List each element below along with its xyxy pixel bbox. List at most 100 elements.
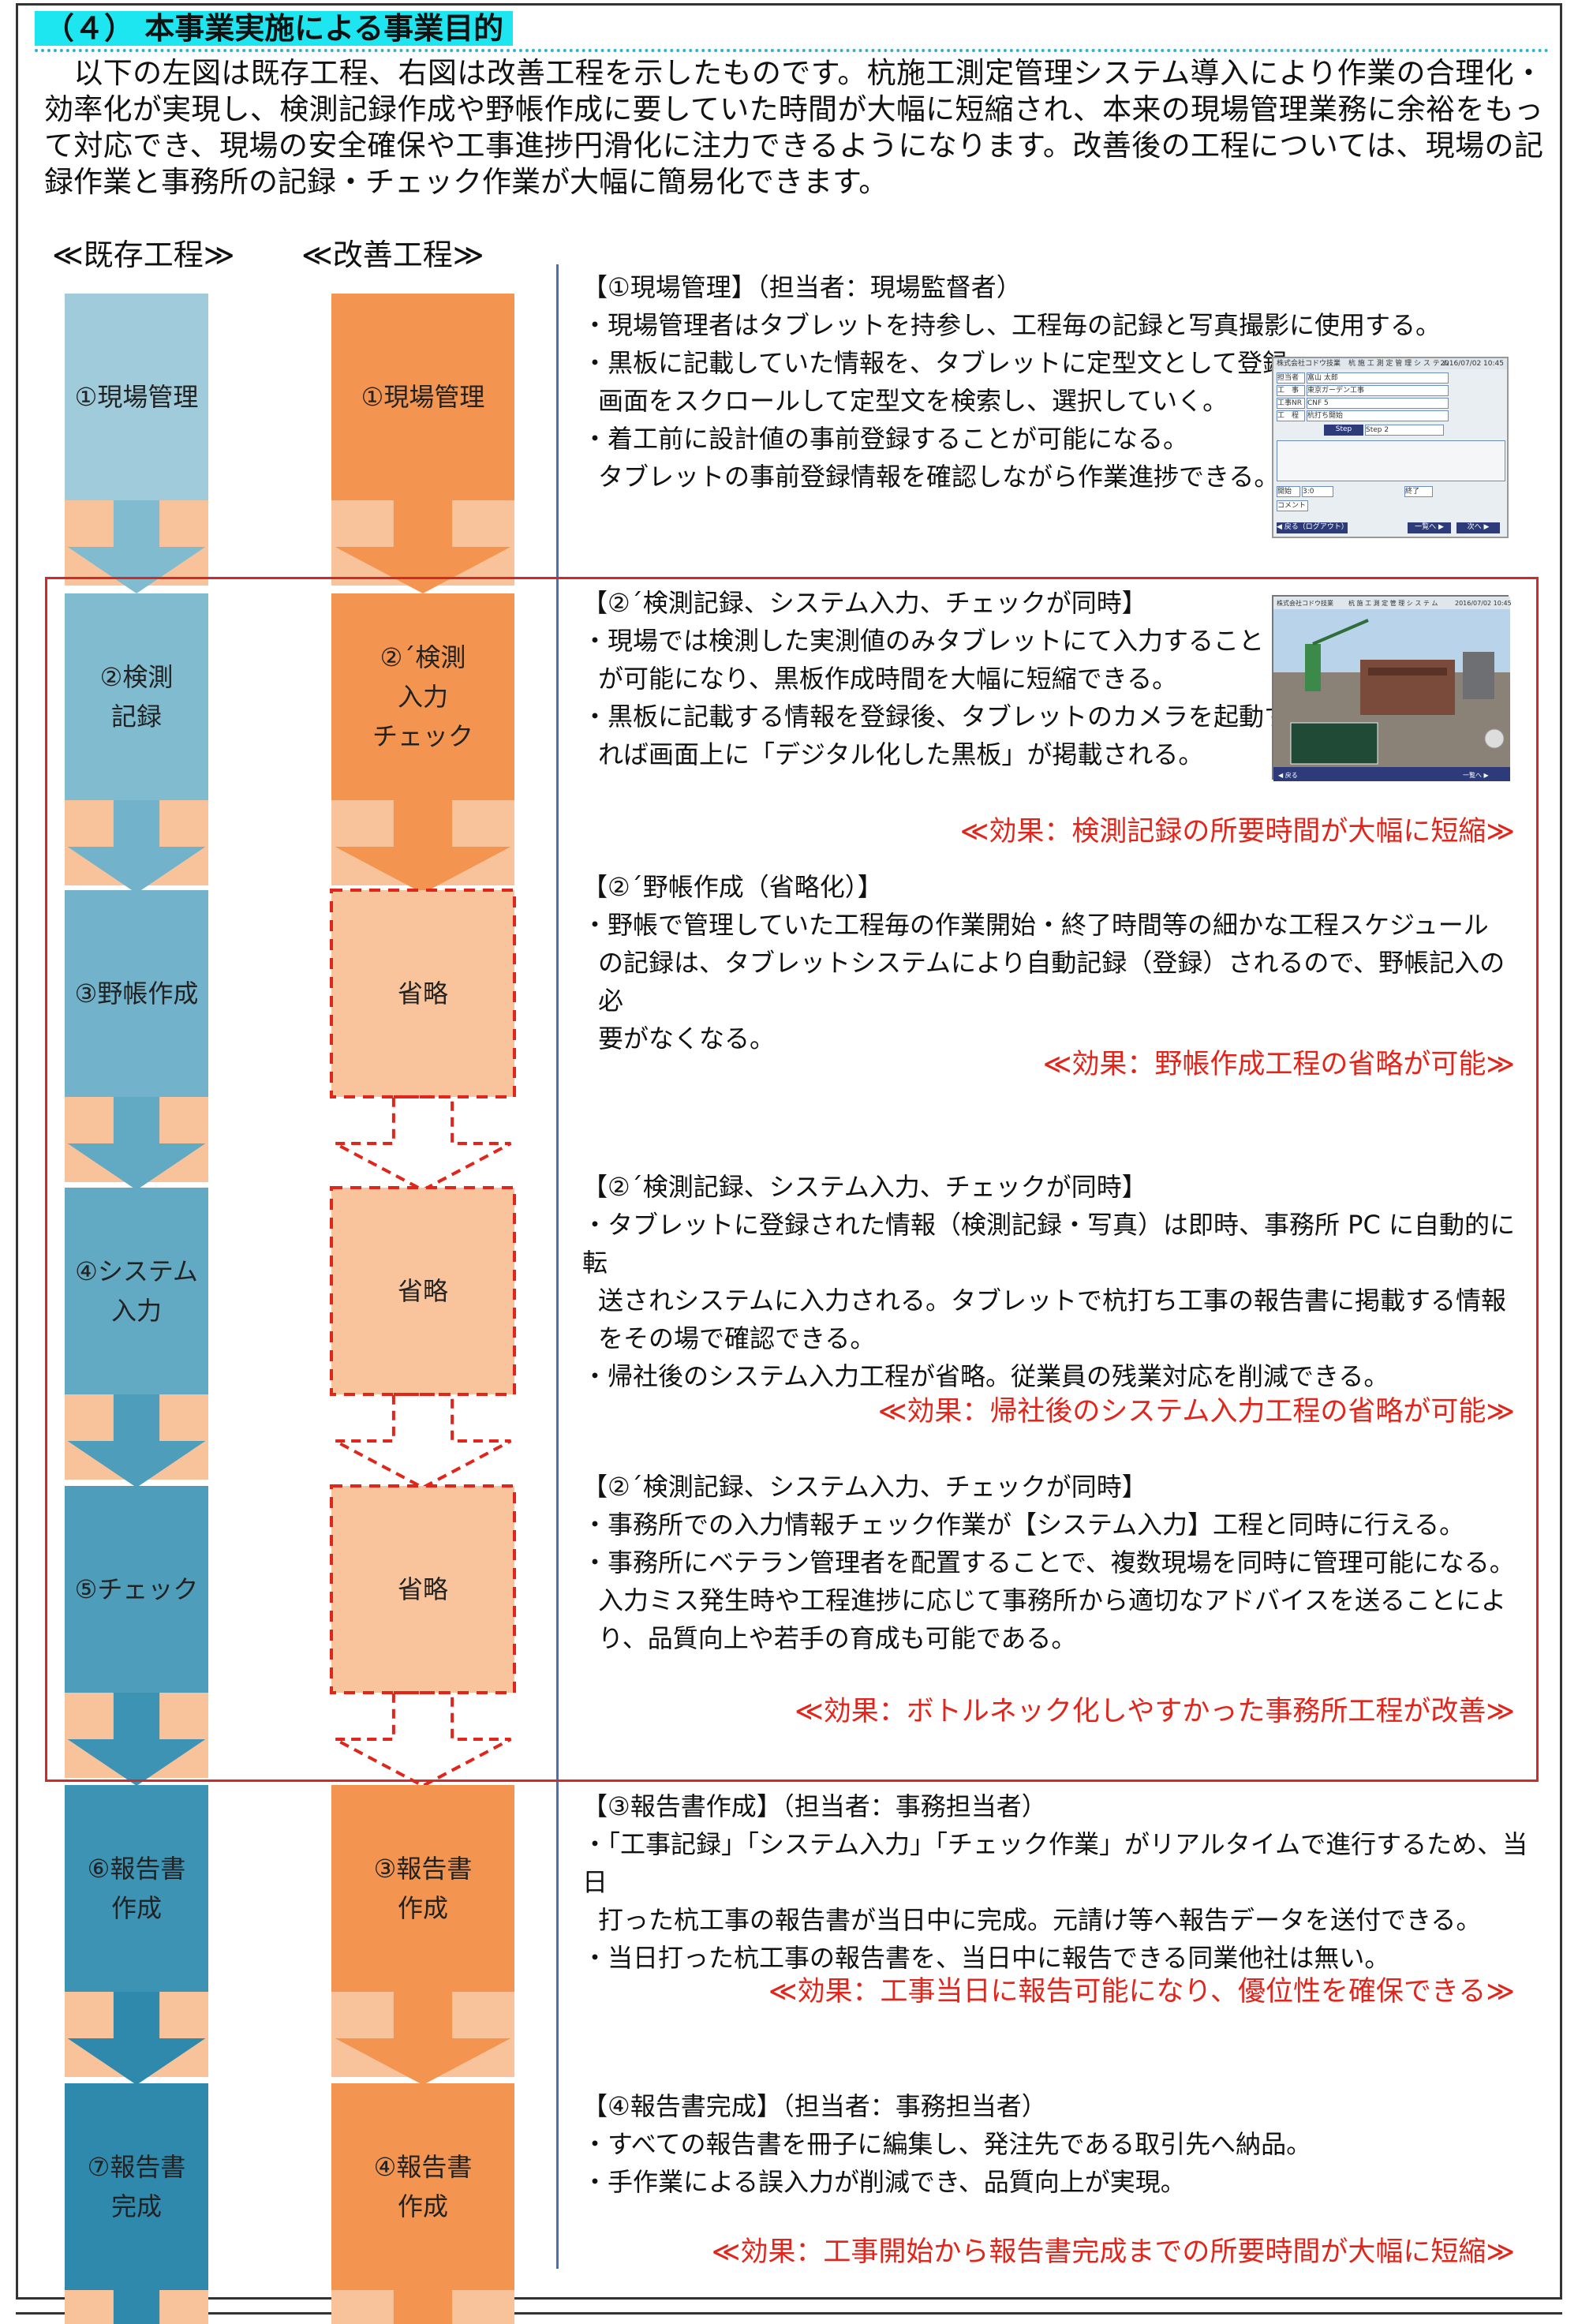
section-title: 【③報告書作成】（担当者：事務担当者） bbox=[582, 1791, 1047, 1821]
section-line: をその場で確認できる。 bbox=[598, 1323, 876, 1353]
screen-header: 株式会社コドウ技業 杭 施 工 測 定 管 理 シ ス テ ム 2016/07/… bbox=[1273, 358, 1507, 369]
screen-row-label: 工 事 bbox=[1277, 387, 1299, 395]
existing-step-label: ②検測 記録 bbox=[99, 662, 174, 732]
section-line: ・タブレットに登録された情報（検測記録・写真）は即時、事務所 PC に自動的に転 bbox=[582, 1210, 1515, 1278]
screen-end-text: 終了 bbox=[1405, 488, 1420, 496]
improved-down-arrow bbox=[335, 1992, 511, 2085]
screen-row-value: 東京ガーデン工事 bbox=[1307, 387, 1365, 395]
section-line: 打った杭工事の報告書が当日中に完成。元請け等へ報告データを送付できる。 bbox=[598, 1905, 1482, 1935]
heading-dotted-rule bbox=[35, 49, 1550, 52]
existing-down-arrow bbox=[67, 500, 206, 593]
existing-step-box bbox=[65, 294, 208, 500]
section-title: 【②´野帳作成（省略化）】 bbox=[582, 872, 883, 902]
screen-row-label: 担当者 bbox=[1277, 374, 1299, 382]
screen-row-label: 工事NR bbox=[1277, 399, 1302, 407]
effect-text: ≪効果：工事開始から報告書完成までの所要時間が大幅に短縮≫ bbox=[711, 2236, 1515, 2268]
section-line: タブレットの事前登録情報を確認しながら作業進捗できる。 bbox=[598, 462, 1280, 492]
screen-start-time-text: 3:0 bbox=[1303, 488, 1314, 496]
section-title: 【②´検測記録、システム入力、チェックが同時】 bbox=[582, 588, 1147, 618]
screen-comment-text: コメント bbox=[1277, 502, 1307, 510]
screen-start-time: 3:0 bbox=[1302, 486, 1333, 497]
camera-company: 株式会社コドウ技業 bbox=[1277, 599, 1333, 607]
existing-step-label: ④システム 入力 bbox=[75, 1256, 198, 1326]
tablet-camera-screenshot: 株式会社コドウ技業 杭 施 工 測 定 管 理 シ ス テ ム 2016/07/… bbox=[1272, 595, 1512, 781]
screen-start-label: 開始 bbox=[1277, 486, 1300, 497]
screen-field-label: 担当者 bbox=[1277, 372, 1305, 384]
improved-step-label: 省略 bbox=[397, 1276, 448, 1306]
effect-text: ≪効果：帰社後のシステム入力工程の省略が可能≫ bbox=[877, 1396, 1515, 1428]
improved-step-box bbox=[330, 889, 516, 1098]
existing-step-box bbox=[65, 890, 208, 1097]
section-line: 画面をスクロールして定型文を検索し、選択していく。 bbox=[598, 386, 1228, 416]
improved-step-label: ③報告書 作成 bbox=[373, 1854, 473, 1923]
screen-comment-label: コメント bbox=[1277, 500, 1308, 511]
section-check: 【②´検測記録、システム入力、チェックが同時】 ・事務所での入力情報チェック作業… bbox=[582, 1468, 1529, 1657]
existing-step-box bbox=[65, 1785, 208, 1992]
section-line: ・帰社後のシステム入力工程が省略。従業員の残業対応を削減できる。 bbox=[582, 1361, 1389, 1391]
section-report-creation: 【③報告書作成】（担当者：事務担当者） ・「工事記録」「システム入力」「チェック… bbox=[582, 1787, 1529, 1977]
effect-text: ≪効果：検測記録の所要時間が大幅に短縮≫ bbox=[959, 816, 1515, 848]
construction-photo: 株式会社コドウ技業 杭 施 工 測 定 管 理 シ ス テ ム 2016/07/… bbox=[1273, 597, 1512, 781]
screen-field-value: 杭打ち開始 bbox=[1307, 410, 1449, 421]
existing-down-arrow bbox=[67, 1097, 206, 1190]
improved-down-arrow bbox=[335, 800, 511, 893]
existing-step-label: ⑥報告書 作成 bbox=[87, 1854, 186, 1923]
existing-down-arrow bbox=[113, 2290, 160, 2324]
screen-date: 2016/07/02 10:45 bbox=[1440, 360, 1504, 368]
screen-step-label: Step bbox=[1324, 425, 1363, 436]
section-line: ・すべての報告書を冊子に編集し、発注先である取引先へ納品。 bbox=[582, 2129, 1312, 2159]
improved-down-arrow bbox=[334, 1691, 512, 1788]
screen-field-label: 工 程 bbox=[1277, 410, 1305, 421]
intro-paragraph: 以下の左図は既存工程、右図は改善工程を示したものです。杭施工測定管理システム導入… bbox=[44, 55, 1543, 200]
column-divider bbox=[556, 264, 559, 2269]
existing-down-arrow bbox=[67, 1992, 206, 2085]
section-line: 入力ミス発生時や工程進捗に応じて事務所から適切なアドバイスを送ることによ bbox=[598, 1585, 1507, 1615]
section-line: ・「工事記録」「システム入力」「チェック作業」がリアルタイムで進行するため、当日 bbox=[582, 1829, 1528, 1897]
section-heading: （４） 本事業実施による事業目的 bbox=[35, 11, 514, 46]
section-line: 要がなくなる。 bbox=[598, 1024, 776, 1053]
screen-step-value: Step 2 bbox=[1365, 425, 1444, 436]
screen-field-value: 富山 太郎 bbox=[1307, 372, 1449, 384]
screen-row-value: 杭打ち開始 bbox=[1307, 412, 1344, 420]
improved-step-box bbox=[330, 1484, 516, 1694]
effect-text: ≪効果：野帳作成工程の省略が可能≫ bbox=[1042, 1049, 1515, 1080]
screen-measure-panel bbox=[1277, 440, 1505, 481]
screen-end-label: 終了 bbox=[1404, 486, 1433, 497]
section-line: の記録は、タブレットシステムにより自動記録（登録）されるので、野帳記入の必 bbox=[598, 948, 1505, 1016]
screen-row-value: CNF 5 bbox=[1307, 399, 1329, 407]
existing-step-label: ①現場管理 bbox=[74, 382, 199, 412]
section-line: ・事務所での入力情報チェック作業が【システム入力】工程と同時に行える。 bbox=[582, 1510, 1465, 1540]
screen-start-text: 開始 bbox=[1277, 488, 1292, 496]
improved-down-arrow bbox=[335, 500, 511, 593]
screen-list-button: 一覧へ ▶ bbox=[1408, 522, 1451, 533]
improved-step-box bbox=[330, 1186, 516, 1396]
section-line: り、品質向上や若手の育成も可能である。 bbox=[598, 1623, 1077, 1653]
improved-step-box bbox=[331, 294, 514, 500]
section-line: ・黒板に記載する情報を登録後、タブレットのカメラを起動す bbox=[582, 702, 1290, 732]
section-line: ・着工前に設計値の事前登録することが可能になる。 bbox=[582, 424, 1189, 454]
screen-title: 杭 施 工 測 定 管 理 シ ス テ ム bbox=[1348, 360, 1449, 368]
camera-date: 2016/07/02 10:45 bbox=[1455, 600, 1512, 607]
screen-field-label: 工事NR bbox=[1277, 398, 1305, 409]
section-report-completion: 【④報告書完成】（担当者：事務担当者） ・すべての報告書を冊子に編集し、発注先で… bbox=[582, 2087, 1529, 2201]
existing-step-box bbox=[65, 1188, 208, 1394]
section-site-management: 【①現場管理】（担当者：現場監督者） ・現場管理者はタブレットを持参し、工程毎の… bbox=[582, 268, 1529, 496]
section-inspection-record: 【②´検測記録、システム入力、チェックが同時】 ・現場では検測した実測値のみタブ… bbox=[582, 584, 1529, 773]
camera-back-button: ◀ 戻る bbox=[1278, 771, 1298, 779]
section-system-input: 【②´検測記録、システム入力、チェックが同時】 ・タブレットに登録された情報（検… bbox=[582, 1168, 1529, 1395]
existing-down-arrow bbox=[67, 1394, 206, 1488]
screen-row-value: 富山 太郎 bbox=[1307, 374, 1338, 382]
improved-step-label: ④報告書 作成 bbox=[373, 2152, 473, 2221]
section-title: 【②´検測記録、システム入力、チェックが同時】 bbox=[582, 1172, 1147, 1202]
screen-row-label: 工 程 bbox=[1277, 412, 1299, 420]
existing-down-arrow bbox=[67, 800, 206, 893]
section-line: が可能になり、黒板作成時間を大幅に短縮できる。 bbox=[598, 664, 1178, 694]
bottom-rule bbox=[16, 2312, 1562, 2315]
improved-column-title: ≪改善工程≫ bbox=[301, 238, 484, 272]
section-line: れば画面上に「デジタル化した黒板」が掲載される。 bbox=[598, 739, 1204, 769]
improved-step-label: ②´検測 入力 チェック bbox=[372, 642, 473, 751]
existing-step-box bbox=[65, 2083, 208, 2290]
page-border bbox=[16, 3, 1562, 2300]
screen-next-button: 次へ ▶ bbox=[1456, 522, 1500, 533]
section-field-notes: 【②´野帳作成（省略化）】 ・野帳で管理していた工程毎の作業開始・終了時間等の細… bbox=[582, 868, 1529, 1057]
